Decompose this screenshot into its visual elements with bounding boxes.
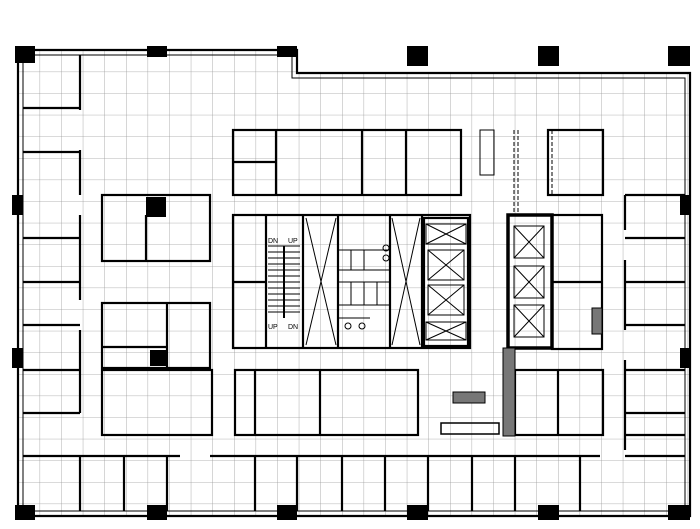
shaft-x-marks [305, 217, 421, 346]
elevator-bank-right [506, 213, 554, 350]
elevator-bank-left [422, 216, 470, 348]
stair-label-up-top: UP [288, 238, 298, 245]
stair-label-dn-bottom: DN [288, 324, 298, 331]
perimeter-offices-bottom [23, 454, 685, 511]
equipment [440, 130, 603, 437]
stair [268, 245, 300, 318]
structural-columns [12, 46, 690, 520]
restrooms [338, 244, 390, 330]
building-core: DN UP UP DN [231, 213, 554, 350]
stair-label-dn-top: DN [268, 238, 278, 245]
stair-label-up-bottom: UP [268, 324, 278, 331]
perimeter-offices-left [23, 55, 82, 415]
perimeter-offices-right [623, 193, 685, 450]
